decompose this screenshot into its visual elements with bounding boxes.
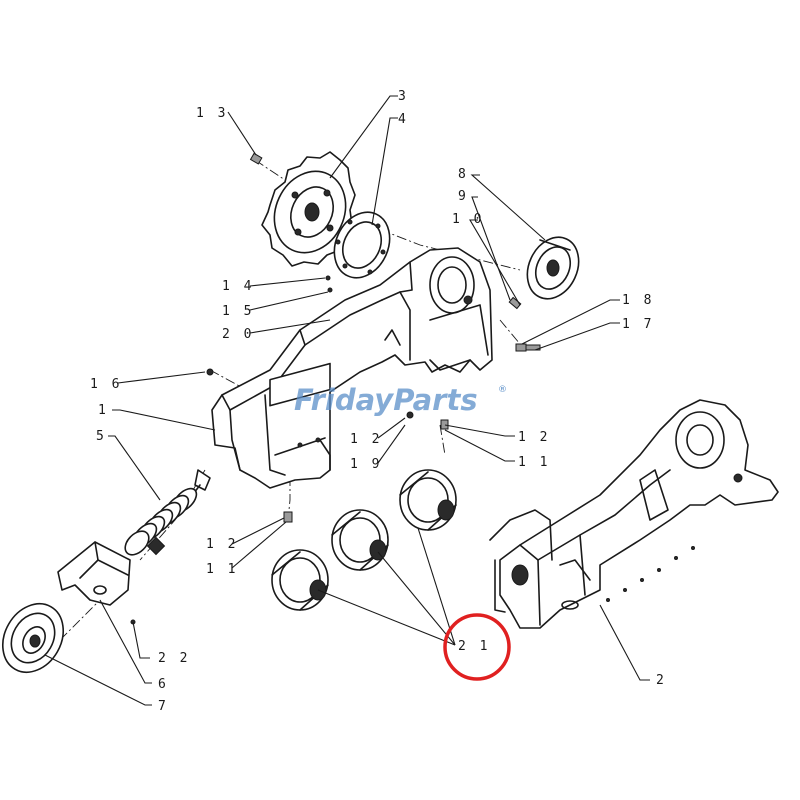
recoil-spring-part <box>124 469 211 556</box>
callout-5: 5 <box>96 429 107 444</box>
track-roller-part <box>271 549 329 611</box>
leader-lines <box>44 95 650 706</box>
bolt-part <box>249 152 263 165</box>
callout-6: 6 <box>158 677 169 692</box>
ring-plate-part <box>333 211 391 279</box>
track-frame-lower-part <box>489 399 779 629</box>
track-roller-part <box>331 509 389 571</box>
callout-1: 1 <box>98 403 109 418</box>
front-idler-part <box>2 603 64 673</box>
callout-7: 7 <box>158 699 169 714</box>
callout-11-right: 1 1 <box>518 455 550 470</box>
callout-19: 1 9 <box>350 457 382 472</box>
idler-wheel-part <box>508 236 580 310</box>
callout-labels: 1 3 3 4 8 9 1 0 1 4 1 5 2 0 1 6 1 5 1 8 … <box>90 89 667 714</box>
callout-12-left: 1 2 <box>206 537 238 552</box>
callout-22: 2 2 <box>158 651 190 666</box>
callout-10: 1 0 <box>452 212 484 227</box>
watermark-text: FridayParts <box>294 383 478 417</box>
watermark: FridayParts ® <box>294 383 507 417</box>
callout-14: 1 5 <box>222 304 254 319</box>
callout-9: 9 <box>458 189 469 204</box>
watermark-registered: ® <box>498 385 507 395</box>
callout-8: 8 <box>458 167 469 182</box>
callout-3: 3 <box>398 89 409 104</box>
callout-16: 1 3 <box>196 106 228 121</box>
track-frame-part <box>211 247 493 489</box>
callout-11-left: 1 1 <box>206 562 238 577</box>
callout-2: 2 <box>656 673 667 688</box>
callout-4: 4 <box>398 112 409 127</box>
callout-12-right: 1 2 <box>518 430 550 445</box>
callout-20: 2 0 <box>222 327 254 342</box>
callout-21: 2 1 <box>458 639 490 654</box>
highlight-circle <box>443 613 511 681</box>
callout-17: 1 7 <box>622 317 654 332</box>
sprocket-part <box>261 151 356 267</box>
callout-18: 1 8 <box>622 293 654 308</box>
track-roller-part <box>399 469 457 531</box>
yoke-part <box>57 541 136 625</box>
bolt-pair-part <box>515 343 541 352</box>
callout-12-mid: 1 2 <box>350 432 382 447</box>
small-fasteners <box>206 275 449 523</box>
frame-holes <box>606 546 695 602</box>
callout-15: 1 6 <box>90 377 122 392</box>
callout-13: 1 4 <box>222 279 254 294</box>
